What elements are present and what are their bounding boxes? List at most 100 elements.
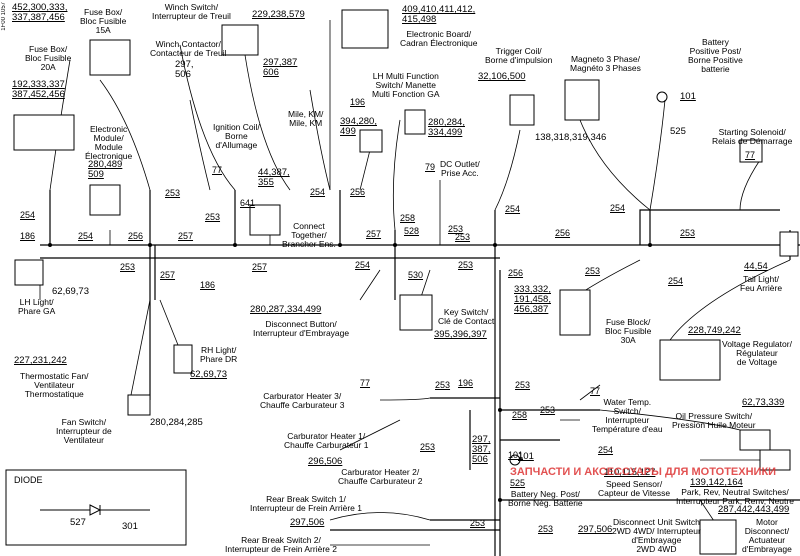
wire-ref: 101 <box>508 450 524 460</box>
lh-light-nums: 62,69,73 <box>52 286 89 297</box>
lh-light-label: LH Light/Phare GA <box>18 297 56 316</box>
wire-ref: 253 <box>420 442 436 452</box>
oil-pressure-nums: 62,73,339 <box>742 397 785 408</box>
disconnect-nums: 280,287,334,499 <box>250 304 322 315</box>
wire-ref: 253 <box>165 188 181 198</box>
mile-km-label: Mile, KM/Mile, KM <box>288 109 324 128</box>
wire-ref: 186 <box>200 280 216 290</box>
wire-ref: 254 <box>20 210 36 220</box>
carb-heater-2-label: Carburator Heater 2/Chauffe Carburateur … <box>338 467 423 486</box>
magneto-label: Magneto 3 Phase/Magnéto 3 Phases <box>570 54 641 73</box>
speed-sensor-nums: 110,115,127 <box>604 467 656 478</box>
watermark: ЗАПЧАСТИ И АКСЕССУАРЫ ДЛЯ МОТОТЕХНИКИ <box>510 466 777 478</box>
winch-contactor-label: Winch Contactor/Contacteur de Treuil <box>150 39 227 58</box>
rear-brake-2-label: Rear Break Switch 2/Interrupteur de Frei… <box>225 535 337 554</box>
connect-nums: 44,387,355 <box>258 167 290 188</box>
wire-ref: 254 <box>355 260 371 270</box>
motor-disconnect-nums: 287,442,443,499 <box>718 504 790 515</box>
neutral-switches-nums: 139,142,164 <box>690 477 743 488</box>
wire-ref: 253 <box>540 405 556 415</box>
wire-ref: 256 <box>350 187 366 197</box>
wire-ref: 196 <box>350 97 366 107</box>
wire-ref: 77 <box>360 378 371 388</box>
wire-ref: 253 <box>435 380 451 390</box>
wire-ref: 254 <box>310 187 326 197</box>
rear-brake-2-nums: 297,506 <box>290 517 325 528</box>
rh-light-nums: 62,69,73 <box>190 369 227 380</box>
wire-ref: 254 <box>598 445 614 455</box>
wire-ref: 254 <box>668 276 684 286</box>
wire-ref: 257 <box>252 262 268 272</box>
wire-ref: 530 <box>408 270 424 280</box>
magneto-nums: 138,318,319,346 <box>535 132 607 143</box>
wire-ref: 257 <box>178 231 194 241</box>
rh-light-label: RH Light/Phare DR <box>200 345 238 364</box>
wire-ref: 253 <box>455 232 471 242</box>
electronic-board-nums: 409,410,411,412,415,498 <box>402 4 476 25</box>
wire-ref: 77 <box>590 386 601 396</box>
trigger-coil-nums: 32,106,500 <box>478 71 526 82</box>
wire-ref: 186 <box>20 231 36 241</box>
dc-outlet-label: DC Outlet/Prise Acc. <box>440 159 480 178</box>
wire-ref: 258 <box>512 410 528 420</box>
wire-ref: 253 <box>205 212 221 222</box>
carb-heater-1-label: Carburator Heater 1/Chauffe Carburateur … <box>284 431 369 450</box>
thermostatic-fan-nums: 227,231,242 <box>14 355 67 366</box>
starting-solenoid-label: Starting Solenoid/Relais de Démarrage <box>712 127 793 146</box>
wire-ref: 257 <box>160 270 176 280</box>
carb-heater-1-nums: 296,506 <box>308 456 343 467</box>
carb-heater-2-nums: 297,387,506 <box>472 434 491 465</box>
winch-contactor-nums: 297,506 <box>175 59 194 80</box>
tail-light-label: Tail Light/Feu Arrière <box>740 274 783 293</box>
oil-pressure-label: Oil Pressure Switch/Pression Huile Moteu… <box>672 411 756 430</box>
wire-ref: 253 <box>515 380 531 390</box>
key-switch-nums: 395,396,397 <box>434 329 487 340</box>
wire-ref: 253 <box>680 228 696 238</box>
disconnect-label: Disconnect Button/Interrupteur d'Embraya… <box>253 319 350 338</box>
wire-ref: 528 <box>404 226 420 236</box>
neutral-switches-label: Park, Rev, Neutral Switches/Interrupteur… <box>676 487 794 506</box>
wire-ref: 77 <box>745 150 756 160</box>
starting-solenoid-nums: 525 <box>670 126 686 137</box>
wire-ref: 258 <box>400 213 416 223</box>
electronic-board-label: Electronic Board/Cadran Électronique <box>400 29 478 48</box>
wire-ref: 254 <box>78 231 94 241</box>
wire-ref: 77 <box>212 165 223 175</box>
wire-ref: 253 <box>120 262 136 272</box>
wire-ref: 253 <box>470 518 486 528</box>
carb-heater-3-label: Carburator Heater 3/Chauffe Carburateur … <box>260 391 345 410</box>
trigger-coil-label: Trigger Coil/Borne d'impulsion <box>485 46 553 65</box>
fuse-block-nums: 333,332,191,458,456,387 <box>514 284 551 315</box>
voltage-regulator-nums: 228,749,242 <box>688 325 741 336</box>
rear-brake-1-label: Rear Break Switch 1/Interrupteur de Frei… <box>250 494 362 513</box>
wire-ref: 253 <box>538 524 554 534</box>
document-code: 1F00 1057 <box>1 2 7 31</box>
fuse-box-15-nums: 452,300,333,337,387,456 <box>12 2 68 23</box>
battery-neg-nums: 101 <box>518 451 534 462</box>
diode-box <box>5 469 187 546</box>
dc-outlet-nums: 280,284,334,499 <box>428 117 465 138</box>
lh-multifunction-nums: 394,280,499 <box>340 116 377 137</box>
wire-ref: 257 <box>366 229 382 239</box>
wire-ref: 256 <box>555 228 571 238</box>
wire-ref: 196 <box>458 378 474 388</box>
wire-ref: 253 <box>448 224 464 234</box>
wire-ref: 253 <box>458 260 474 270</box>
